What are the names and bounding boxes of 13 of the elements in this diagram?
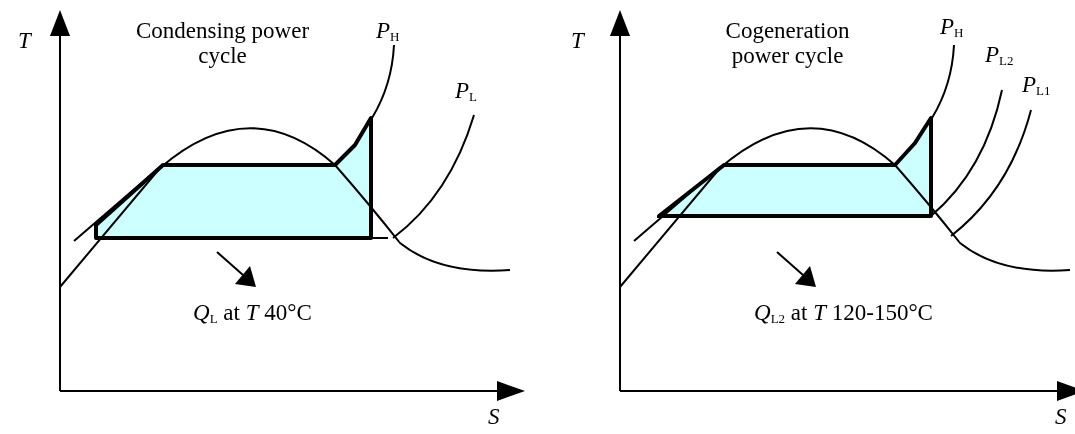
curve-label: P$_{L}$ <box>455 78 477 105</box>
axis-label: T <box>571 28 584 54</box>
heat-rejection-label: Q$_{L2}$ at T 120-150°C <box>754 300 933 327</box>
axis-label: S <box>488 404 500 430</box>
heat-rejection-label: Q$_{L}$ at T 40°C <box>193 300 312 327</box>
axis-label: T <box>18 28 31 54</box>
panel-title: Cogeneration power cycle <box>724 18 851 69</box>
curve-label: P$_{L1}$ <box>1022 72 1051 99</box>
curve-label: P$_{H}$ <box>940 14 964 41</box>
curve-label: P$_{L2}$ <box>985 42 1014 69</box>
curve-label: P$_{H}$ <box>376 18 400 45</box>
panel-title: Condensing power cycle <box>134 18 311 69</box>
axis-label: S <box>1055 404 1067 430</box>
